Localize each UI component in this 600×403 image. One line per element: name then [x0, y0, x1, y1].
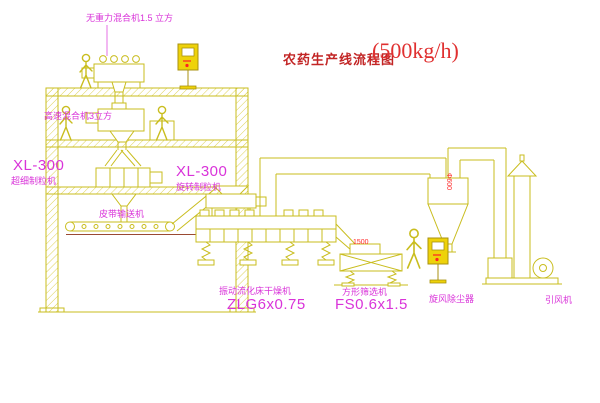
label-gravity-mixer: 无重力混合机1.5 立方 [86, 13, 174, 23]
belt-conveyor [65, 221, 175, 232]
label-dryer-model: ZLG6x0.75 [227, 296, 306, 313]
square-sieve [334, 223, 408, 287]
granulator-left [95, 167, 163, 222]
label-cyclone: 旋风除尘器 [429, 294, 475, 304]
exhaust-stack [506, 154, 538, 278]
label-granulator-mid-model: XL-300 [176, 163, 228, 180]
label-high-speed-mixer: 高速混合机3立方 [44, 111, 113, 121]
label-fan: 引风机 [545, 295, 573, 305]
label-granulator-left-name: 超细制粒机 [11, 176, 57, 186]
label-sieve-model: FS0.6x1.5 [335, 296, 408, 313]
rotary-granulator [205, 185, 267, 216]
dimension-duct-diameter: Ф600 [445, 173, 452, 191]
label-belt-conveyor: 皮带输送机 [99, 209, 145, 219]
high-speed-mixer [85, 102, 145, 167]
cyclone-separator [427, 177, 469, 253]
label-granulator-mid-name: 旋转制粒机 [176, 182, 222, 192]
label-dryer-name: 振动流化床干燥机 [219, 286, 292, 296]
page-title: 农药生产线流程图 [283, 52, 396, 67]
gravity-mixer [81, 55, 145, 104]
control-cabinet-right [427, 237, 449, 284]
page-title-capacity: (500kg/h) [372, 38, 459, 63]
worker-4 [406, 228, 422, 269]
cyclone-outlet-duct [447, 147, 507, 258]
label-granulator-left-model: XL-300 [13, 157, 65, 174]
fluid-bed-dryer [195, 209, 337, 266]
induced-draft-fan [482, 257, 562, 285]
dimension-sieve-width: 1500 [353, 239, 369, 246]
label-sieve-name: 方形筛选机 [342, 287, 388, 297]
main-exhaust-duct [259, 157, 447, 216]
control-cabinet-top [177, 43, 199, 90]
